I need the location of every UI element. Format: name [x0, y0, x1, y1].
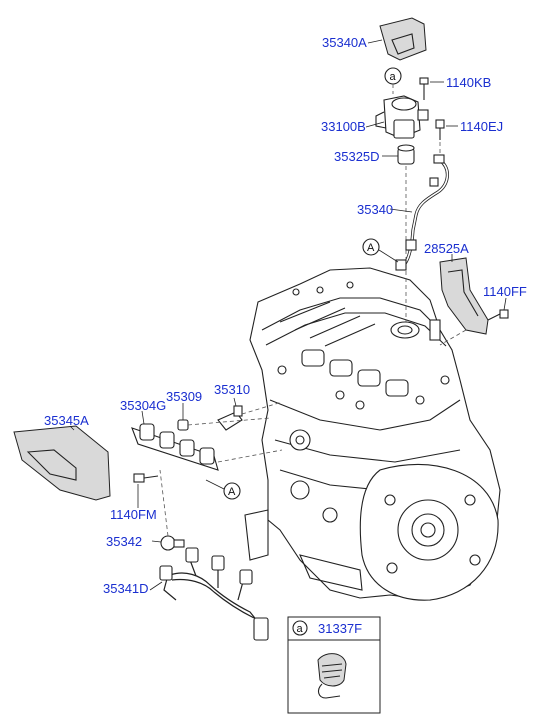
part-33100B-pump: 33100B — [321, 95, 429, 139]
part-35310-sensor: 35310 — [214, 382, 250, 431]
part-28525A-shield: 28525A — [424, 241, 489, 335]
part-35342-sensor: 35342 — [106, 534, 185, 551]
label-1140EJ: 1140EJ — [460, 119, 503, 134]
part-1140EJ-bolt: 1140EJ — [435, 119, 503, 140]
part-1140KB-bolt: 1140KB — [419, 75, 491, 100]
callout-a-top-text: a — [390, 71, 397, 83]
engine-block — [244, 267, 501, 601]
block-bolts — [277, 281, 450, 410]
label-35340: 35340 — [357, 202, 393, 217]
inset-box-31337F: a 31337F — [287, 616, 381, 714]
part-1140FM-bolt: 1140FM — [110, 473, 159, 522]
callout-A-rail-text: A — [228, 486, 236, 498]
label-31337F: 31337F — [318, 621, 362, 636]
label-35304G: 35304G — [120, 398, 166, 413]
label-1140FF: 1140FF — [483, 284, 527, 299]
label-35310: 35310 — [214, 382, 250, 397]
label-28525A: 28525A — [424, 241, 469, 256]
part-35325D-tappet: 35325D — [334, 144, 415, 165]
label-35345A: 35345A — [44, 413, 89, 428]
label-35340A: 35340A — [322, 35, 367, 50]
label-1140FM: 1140FM — [110, 507, 157, 522]
part-31337F-clip — [317, 653, 347, 699]
part-35304G-fuel-rail: 35304G — [120, 398, 219, 471]
part-35341D-harness: 35341D — [103, 547, 269, 641]
label-1140KB: 1140KB — [446, 75, 491, 90]
label-35342: 35342 — [106, 534, 142, 549]
label-35325D: 35325D — [334, 149, 380, 164]
part-35345A-shield: 35345A — [13, 413, 111, 501]
part-1140FF-bolt: 1140FF — [483, 284, 527, 321]
callout-A-hose: A — [362, 238, 399, 263]
label-33100B: 33100B — [321, 119, 366, 134]
callout-a-top: a — [384, 67, 402, 94]
part-35309-clip: 35309 — [166, 389, 202, 431]
injectors — [139, 423, 215, 465]
callout-A-hose-text: A — [367, 242, 375, 254]
intake-ports — [301, 349, 409, 397]
inset-callout-a: a — [297, 623, 304, 635]
callout-A-rail: A — [205, 479, 241, 500]
label-35341D: 35341D — [103, 581, 149, 596]
label-35309: 35309 — [166, 389, 202, 404]
part-35340-hose: 35340 — [357, 154, 449, 271]
part-35340A-cover: 35340A — [322, 17, 427, 61]
